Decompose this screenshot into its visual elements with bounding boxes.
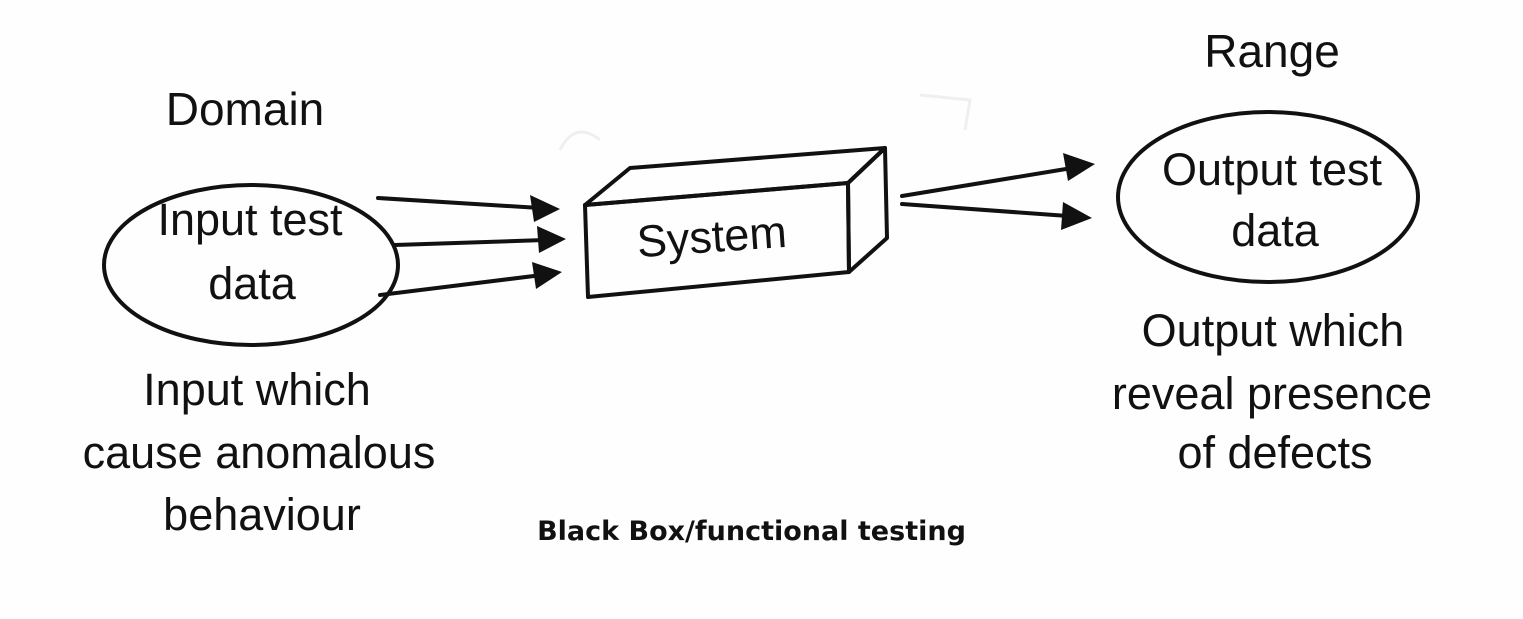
input-test-data-ellipse	[102, 183, 400, 347]
input-arrow-1-head	[530, 195, 560, 222]
diagram-caption: Black Box/functional testing	[0, 516, 1523, 547]
output-note-line2: reveal presence	[1112, 368, 1432, 419]
output-arrow-2-head	[1061, 202, 1092, 230]
caption-text: Black Box/functional testing	[537, 516, 966, 547]
output-arrow-2-shaft	[900, 202, 1070, 218]
system-box	[583, 146, 889, 299]
output-test-data-ellipse	[1116, 110, 1420, 284]
system-label: System	[635, 206, 788, 267]
input-arrows	[376, 195, 566, 297]
system-box-side-face	[846, 146, 889, 274]
input-note-line3: behaviour	[163, 489, 361, 540]
input-arrow-1-shaft	[376, 196, 542, 210]
domain-label: Domain	[166, 83, 325, 135]
input-arrow-3-head	[532, 262, 562, 289]
output-ellipse-line1: Output test	[1162, 144, 1383, 195]
output-arrow-1-head	[1063, 153, 1095, 181]
output-ellipse-line2: data	[1231, 205, 1320, 256]
system-box-top-face	[583, 146, 887, 207]
input-ellipse-line1: Input test	[157, 194, 343, 245]
input-note-line2: cause anomalous	[83, 427, 436, 478]
input-note-line1: Input which	[143, 364, 371, 415]
output-arrows	[900, 153, 1095, 230]
output-note-line1: Output which	[1142, 305, 1405, 356]
range-label: Range	[1204, 25, 1340, 77]
input-arrow-2-shaft	[393, 238, 547, 247]
input-arrow-2-head	[537, 226, 566, 253]
input-ellipse-line2: data	[208, 258, 297, 309]
output-note-line3: of defects	[1177, 427, 1372, 478]
output-arrow-1-shaft	[900, 166, 1074, 198]
scan-background-marks	[558, 93, 972, 151]
input-arrow-3-shaft	[378, 273, 544, 297]
